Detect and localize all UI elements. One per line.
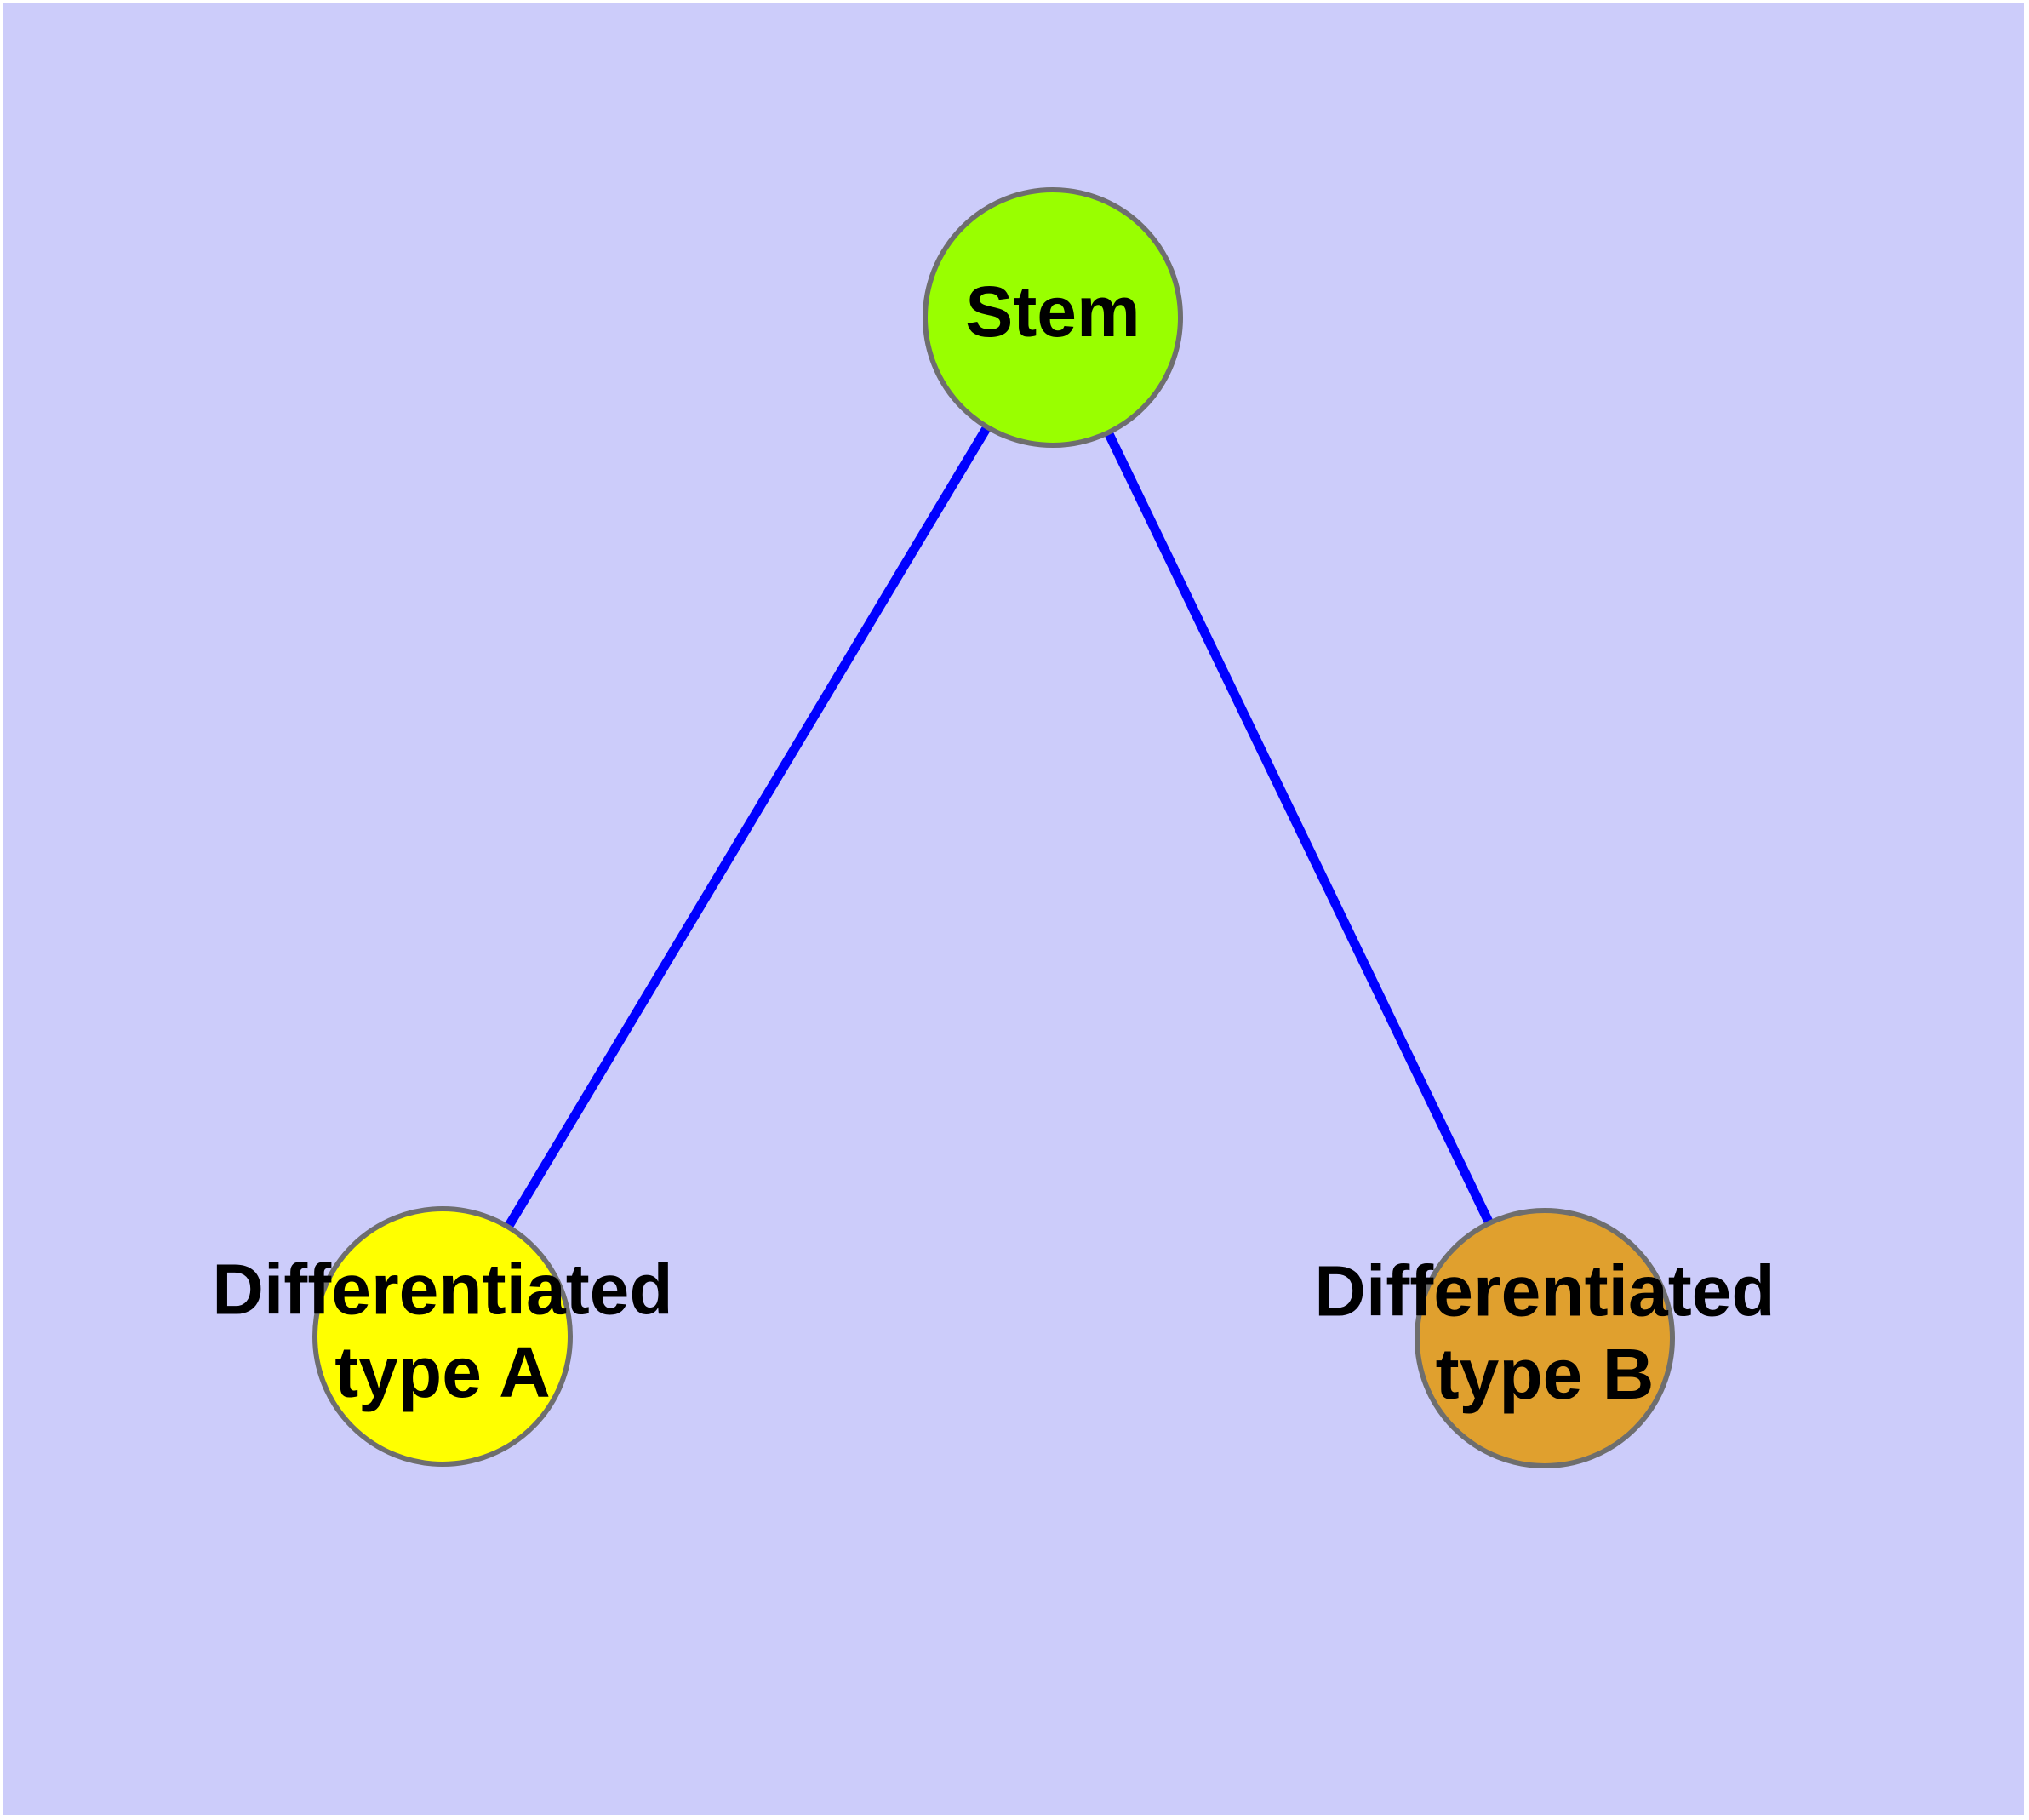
graph-node-label-line: Stem <box>965 272 1140 352</box>
graph-node-label-line: type B <box>1436 1334 1655 1414</box>
graph-node-label-stem: Stem <box>965 272 1140 352</box>
graph-node-diff_b[interactable] <box>1415 1208 1675 1468</box>
graph-node-diff_a[interactable] <box>312 1206 573 1467</box>
graph-node-label-line: type A <box>334 1332 551 1412</box>
graph-node-stem[interactable] <box>923 187 1183 448</box>
graph-node-label-line: Differentiated <box>212 1249 672 1329</box>
edges-group <box>505 426 1493 1228</box>
nodes-group <box>312 187 1675 1468</box>
graph-edge-stem-to-diff_b <box>1105 432 1493 1224</box>
graph-node-label-line: Differentiated <box>1314 1251 1775 1331</box>
graph-edge-stem-to-diff_a <box>505 426 991 1228</box>
